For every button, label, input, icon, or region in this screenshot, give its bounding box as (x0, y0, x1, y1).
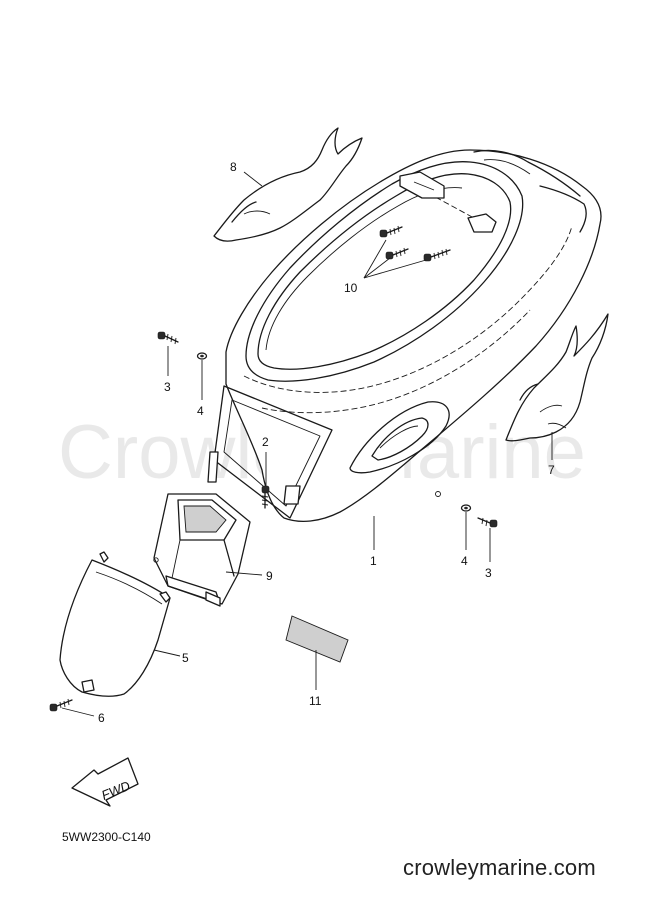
callout-8: 8 (230, 160, 237, 174)
screws-part-10 (379, 225, 451, 262)
front-panel-part-5 (59, 551, 171, 697)
site-name: crowleymarine.com (403, 855, 596, 880)
screw-part-3-left (157, 331, 179, 345)
callout-2: 2 (262, 435, 269, 449)
bracket-part-9 (153, 493, 251, 607)
callout-3-left: 3 (164, 380, 171, 394)
diagram-code: 5WW2300-C140 (62, 830, 151, 844)
screw-part-3-right (477, 517, 498, 528)
callout-5: 5 (182, 651, 189, 665)
callout-6: 6 (98, 711, 105, 725)
screw-part-2 (261, 485, 270, 509)
main-cover-part-1 (207, 149, 602, 523)
callout-3-right: 3 (485, 566, 492, 580)
screw-part-6 (49, 698, 73, 712)
washer-part-4-left (196, 352, 208, 360)
washer-part-4-right (460, 504, 472, 512)
label-part-11 (285, 615, 349, 663)
decal-right-part-7 (505, 313, 609, 442)
callout-numbers: 1 2 3 3 4 4 5 6 7 8 9 10 11 (98, 160, 555, 725)
callout-10: 10 (344, 281, 358, 295)
decal-left-part-8 (213, 127, 363, 242)
callout-11: 11 (309, 694, 322, 708)
callout-1: 1 (370, 554, 377, 568)
callout-7: 7 (548, 463, 555, 477)
callout-4-left: 4 (197, 404, 204, 418)
leader-lines (61, 171, 553, 717)
callout-4-right: 4 (461, 554, 468, 568)
fwd-arrow-icon: FWD (71, 757, 139, 807)
callout-9: 9 (266, 569, 273, 583)
